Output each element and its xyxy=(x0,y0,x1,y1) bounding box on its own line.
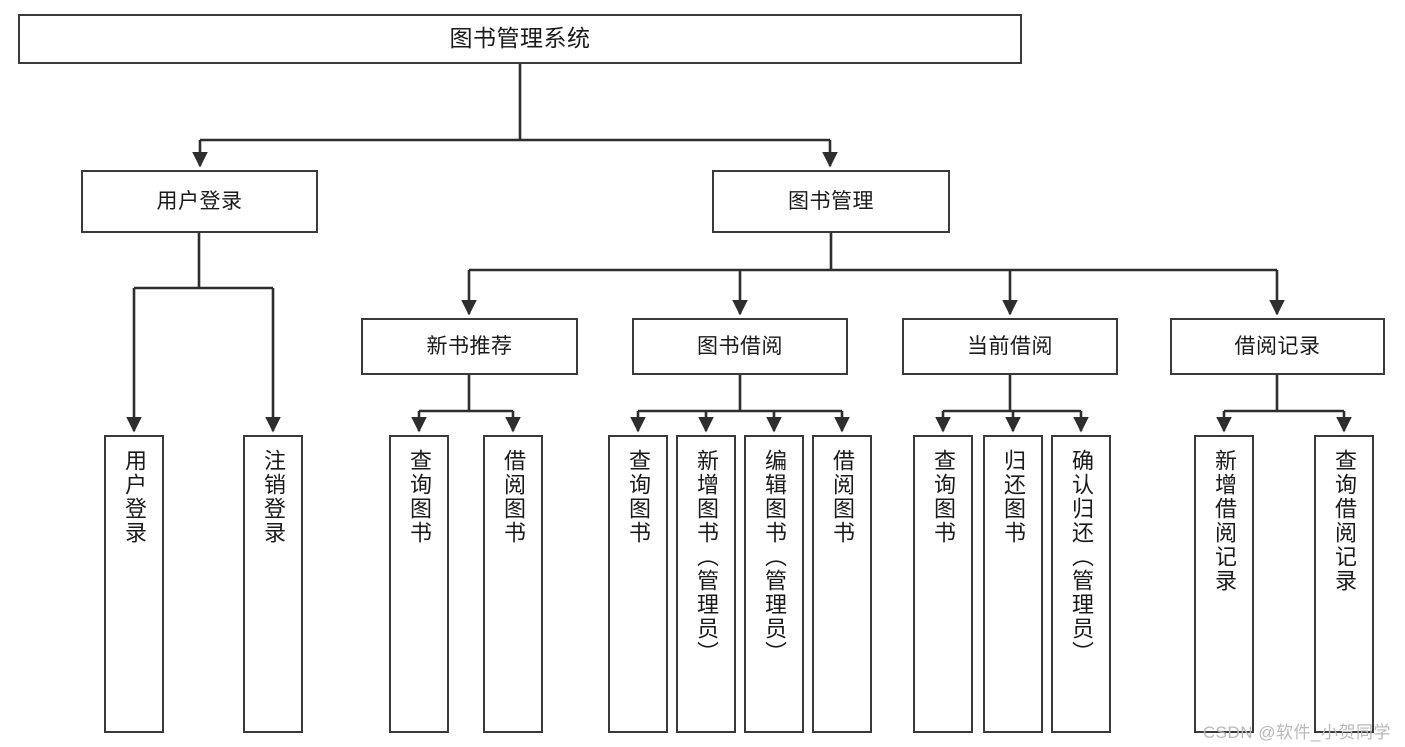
leaf-query-books-borrow[interactable]: 查询图书 xyxy=(608,435,668,733)
node-label: 归还图书 xyxy=(1000,449,1026,545)
node-label: 借阅图书 xyxy=(829,449,855,545)
node-label: 当前借阅 xyxy=(967,334,1053,358)
node-new-book-recommendation[interactable]: 新书推荐 xyxy=(361,318,578,375)
node-label: 借阅图书 xyxy=(500,449,526,545)
node-label: 图书管理系统 xyxy=(449,25,591,52)
leaf-borrow-books-new[interactable]: 借阅图书 xyxy=(483,435,543,733)
node-label: 新书推荐 xyxy=(426,334,513,358)
node-borrowing-records[interactable]: 借阅记录 xyxy=(1170,318,1385,375)
leaf-confirm-return-admin[interactable]: 确认归还（管理员） xyxy=(1051,435,1111,733)
leaf-query-books-new[interactable]: 查询图书 xyxy=(389,435,449,733)
leaf-logout[interactable]: 注销登录 xyxy=(243,435,303,733)
node-label: 借阅记录 xyxy=(1234,334,1321,358)
node-label: 确认归还（管理员） xyxy=(1068,449,1094,665)
node-label: 图书借阅 xyxy=(697,334,783,358)
leaf-add-borrow-record[interactable]: 新增借阅记录 xyxy=(1194,435,1254,733)
node-label: 编辑图书（管理员） xyxy=(761,449,787,665)
node-label: 查询图书 xyxy=(625,449,651,545)
leaf-query-borrow-record[interactable]: 查询借阅记录 xyxy=(1314,435,1374,733)
node-user-login[interactable]: 用户登录 xyxy=(81,170,318,233)
leaf-edit-book-admin[interactable]: 编辑图书（管理员） xyxy=(744,435,804,733)
node-label: 图书管理 xyxy=(788,189,874,213)
node-book-borrowing[interactable]: 图书借阅 xyxy=(632,318,848,375)
watermark: CSDN @软件_小贺同学 xyxy=(1202,723,1391,742)
node-label: 新增图书（管理员） xyxy=(693,449,719,665)
leaf-user-login[interactable]: 用户登录 xyxy=(104,435,164,733)
node-current-borrowing[interactable]: 当前借阅 xyxy=(902,318,1118,375)
node-root-system[interactable]: 图书管理系统 xyxy=(18,14,1022,64)
node-label: 用户登录 xyxy=(156,189,243,213)
node-label: 新增借阅记录 xyxy=(1211,449,1237,593)
node-label: 查询图书 xyxy=(930,449,956,545)
node-label: 查询借阅记录 xyxy=(1331,449,1357,593)
node-label: 注销登录 xyxy=(260,449,286,545)
leaf-add-book-admin[interactable]: 新增图书（管理员） xyxy=(676,435,736,733)
leaf-query-books-current[interactable]: 查询图书 xyxy=(913,435,973,733)
node-label: 查询图书 xyxy=(406,449,432,545)
node-book-management[interactable]: 图书管理 xyxy=(712,170,950,233)
node-label: 用户登录 xyxy=(121,449,147,545)
leaf-return-books[interactable]: 归还图书 xyxy=(983,435,1043,733)
leaf-borrow-books[interactable]: 借阅图书 xyxy=(812,435,872,733)
